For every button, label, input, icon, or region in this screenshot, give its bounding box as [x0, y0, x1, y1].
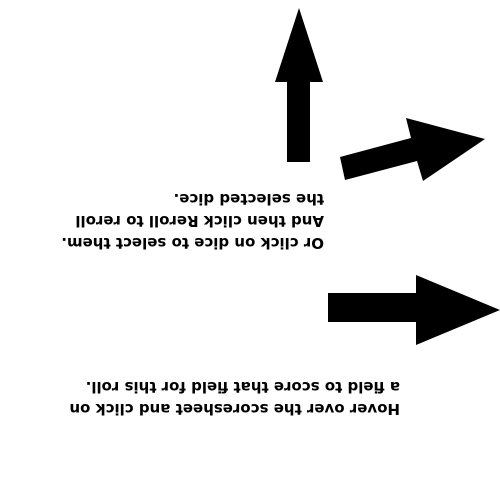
- dice-hint-text: Or click on dice to select them. And the…: [61, 190, 324, 252]
- arrow-down-left-icon: [340, 118, 485, 181]
- arrow-left-icon: [328, 275, 500, 345]
- scoresheet-hint-text: Hover over the scoresheet and click on a…: [69, 378, 400, 418]
- arrow-down-icon: [275, 8, 323, 162]
